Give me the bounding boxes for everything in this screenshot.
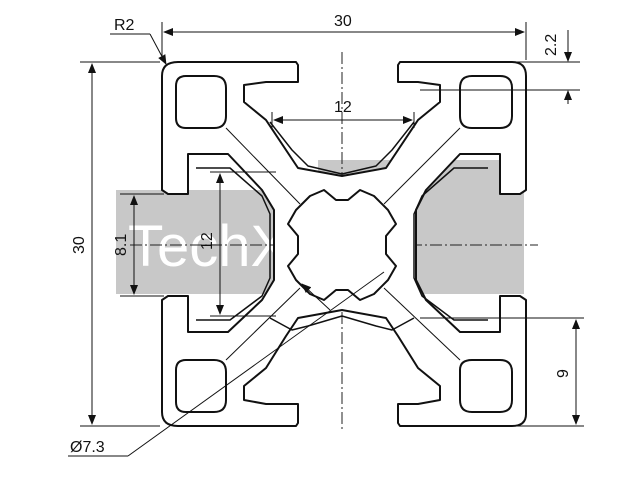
dimension-bore-diameter: Ø7.3 [68, 271, 385, 457]
dimension-overall-width: 30 [161, 13, 527, 60]
bore-diameter-label: Ø7.3 [70, 439, 105, 456]
corner-cavity-top-right [459, 75, 513, 129]
dimension-overall-height: 30 [71, 61, 160, 427]
dimension-radius: R2 [110, 17, 167, 65]
bore-leader-line [127, 271, 385, 457]
extrusion-profile [161, 61, 527, 427]
slot-offset-label: 8.1 [113, 234, 130, 256]
web-line-bottom-left [225, 287, 301, 361]
slot-inner-top [269, 121, 415, 175]
overall-width-label: 30 [334, 13, 352, 30]
slot-inner-right [413, 167, 488, 321]
slot-inner-bottom [269, 315, 415, 331]
overall-height-label: 30 [71, 236, 88, 254]
web-line-top-left [225, 127, 301, 205]
bore-leader-arrow [301, 283, 331, 311]
radius-label: R2 [114, 17, 135, 34]
slot-inner-width-label: 12 [334, 99, 352, 116]
center-bore [287, 189, 397, 301]
slot-inner-height-label: 12 [199, 232, 216, 250]
dimension-slot-depth: 2.2 [420, 30, 580, 104]
web-line-top-right [383, 127, 461, 205]
radius-leader [149, 33, 167, 65]
web-line-bottom-right [383, 287, 461, 361]
dimension-slot-inner-height: 12 [199, 171, 276, 317]
slot-depth-label: 2.2 [543, 34, 560, 56]
corner-cavity-bottom-left [175, 359, 227, 413]
dimension-slot-inner-width: 12 [271, 99, 415, 128]
dimension-slot-offset: 8.1 [113, 193, 164, 297]
watermark-band-left [116, 190, 294, 294]
core-offset-label: 9 [555, 369, 572, 378]
dimension-core-offset: 9 [420, 317, 584, 427]
corner-cavity-top-left [175, 75, 227, 129]
corner-cavity-bottom-right [459, 359, 513, 413]
